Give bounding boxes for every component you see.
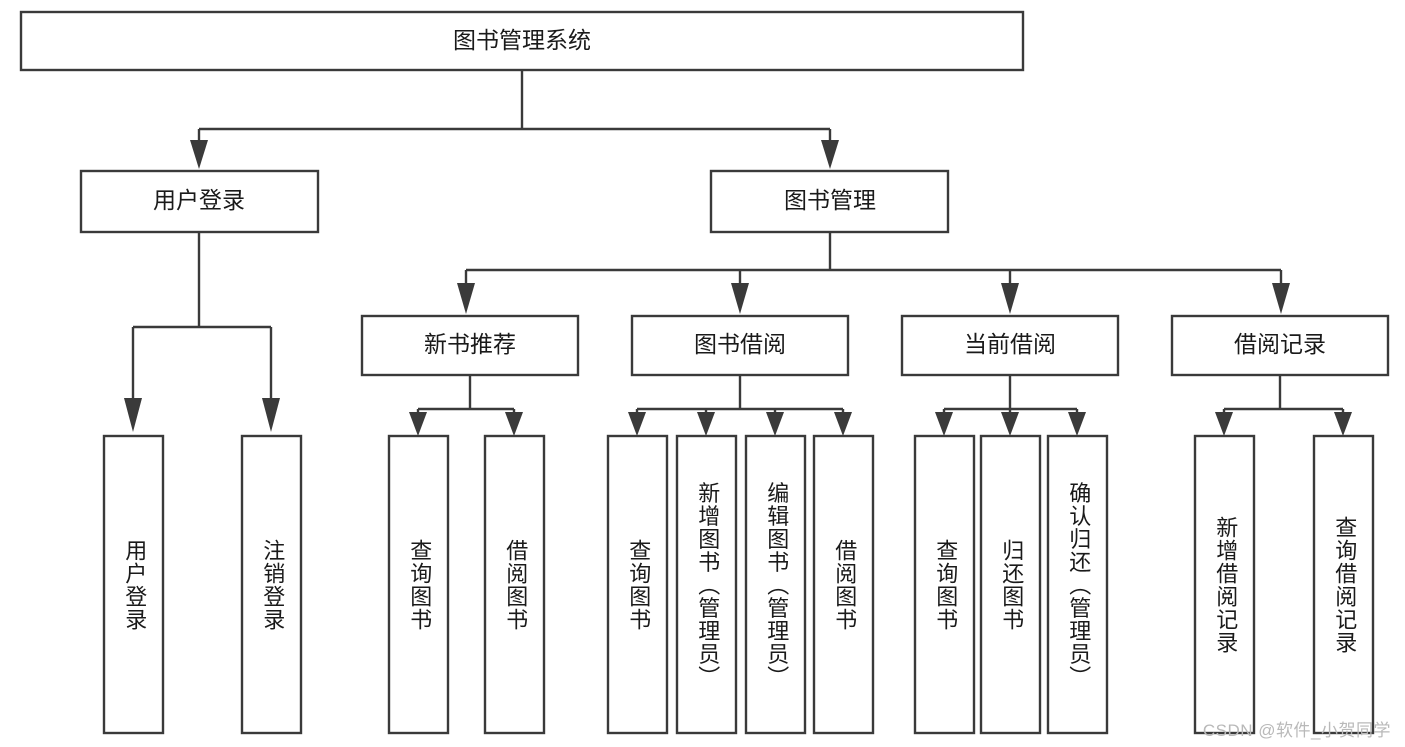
node-book-borrow[interactable]: 图书借阅 [630,314,850,377]
node-root-system-box[interactable] [19,10,1025,72]
leaf-borrow-add-book[interactable]: 新增图书（管理员） [675,434,738,735]
arrow-to-leaf-query-book-1 [409,412,427,436]
leaf-user-login-box[interactable] [102,434,165,735]
arrow-to-borrow-record [1272,283,1290,314]
leaf-user-logout-box[interactable] [240,434,303,735]
leaf-newbook-query-book-box[interactable] [387,434,450,735]
arrow-to-book-manage [821,140,839,169]
leaf-current-query-book-label: 查询图书 [933,539,958,631]
leaf-record-query-record-box[interactable] [1312,434,1375,735]
connector-layer [124,70,1352,436]
arrow-to-leaf-user-login [124,398,142,432]
node-current-borrow-label: 当前借阅 [964,331,1056,357]
node-root-system-label: 图书管理系统 [453,27,591,53]
leaf-record-add-record[interactable]: 新增借阅记录 [1193,434,1256,735]
arrow-to-leaf-borrow-book-2 [834,412,852,436]
node-current-borrow[interactable]: 当前借阅 [900,314,1120,377]
leaf-newbook-borrow-book-label: 借阅图书 [503,539,528,631]
arrow-to-leaf-return-book [1001,412,1019,436]
leaf-borrow-borrow-book-label: 借阅图书 [832,539,857,631]
leaf-user-logout[interactable]: 注销登录 [240,434,303,735]
node-book-management[interactable]: 图书管理 [709,169,950,234]
leaf-newbook-borrow-book-box[interactable] [483,434,546,735]
node-borrow-record-label: 借阅记录 [1234,331,1326,357]
leaf-borrow-edit-book[interactable]: 编辑图书（管理员） [744,434,807,735]
leaf-newbook-query-book[interactable]: 查询图书 [387,434,450,735]
leaf-borrow-borrow-book[interactable]: 借阅图书 [812,434,875,735]
arrow-to-leaf-query-book-2 [628,412,646,436]
leaf-current-query-book[interactable]: 查询图书 [913,434,976,735]
leaf-record-add-record-label: 新增借阅记录 [1213,516,1238,654]
node-book-management-label: 图书管理 [784,187,876,213]
leaf-record-add-record-box[interactable] [1193,434,1256,735]
leaf-borrow-add-book-label: 新增图书（管理员） [695,482,720,689]
leaf-newbook-query-book-label: 查询图书 [407,539,432,631]
leaf-borrow-edit-book-label: 编辑图书（管理员） [764,482,789,689]
leaf-current-confirm-return-box[interactable] [1046,434,1109,735]
node-current-borrow-box[interactable] [900,314,1120,377]
arrow-to-leaf-add-record [1215,412,1233,436]
leaf-current-return-book-box[interactable] [979,434,1042,735]
node-user-login[interactable]: 用户登录 [79,169,320,234]
arrow-to-leaf-edit-book [766,412,784,436]
leaf-current-return-book-label: 归还图书 [999,539,1024,631]
node-root-system[interactable]: 图书管理系统 [19,10,1025,72]
node-book-borrow-label: 图书借阅 [694,331,786,357]
leaf-user-login-label: 用户登录 [122,539,147,631]
leaf-user-logout-label: 注销登录 [260,539,285,631]
leaf-borrow-query-book-box[interactable] [606,434,669,735]
arrow-to-leaf-borrow-book-1 [505,412,523,436]
arrow-to-user-login [190,140,208,169]
leaf-borrow-query-book-label: 查询图书 [626,539,651,631]
arrow-to-leaf-user-logout [262,398,280,432]
node-borrow-record[interactable]: 借阅记录 [1170,314,1390,377]
arrow-to-new-book [457,283,475,314]
leaf-borrow-add-book-box[interactable] [675,434,738,735]
leaf-newbook-borrow-book[interactable]: 借阅图书 [483,434,546,735]
node-book-borrow-box[interactable] [630,314,850,377]
leaf-user-login[interactable]: 用户登录 [102,434,165,735]
leaf-borrow-edit-book-box[interactable] [744,434,807,735]
leaf-record-query-record-label: 查询借阅记录 [1332,516,1357,654]
leaf-current-return-book[interactable]: 归还图书 [979,434,1042,735]
leaf-borrow-query-book[interactable]: 查询图书 [606,434,669,735]
node-borrow-record-box[interactable] [1170,314,1390,377]
arrow-to-leaf-query-record [1334,412,1352,436]
arrow-to-leaf-add-book [697,412,715,436]
node-user-login-label: 用户登录 [153,187,245,213]
arrow-to-current-borrow [1001,283,1019,314]
leaf-current-confirm-return-label: 确认归还（管理员） [1066,482,1091,689]
arrow-to-leaf-confirm-return [1068,412,1086,436]
node-new-book-recommend-box[interactable] [360,314,580,377]
leaf-current-confirm-return[interactable]: 确认归还（管理员） [1046,434,1109,735]
arrow-to-leaf-query-book-3 [935,412,953,436]
node-new-book-recommend[interactable]: 新书推荐 [360,314,580,377]
node-user-login-box[interactable] [79,169,320,234]
arrow-to-book-borrow [731,283,749,314]
node-book-management-box[interactable] [709,169,950,234]
leaf-borrow-borrow-book-box[interactable] [812,434,875,735]
node-new-book-recommend-label: 新书推荐 [424,331,516,357]
leaf-current-query-book-box[interactable] [913,434,976,735]
leaf-record-query-record[interactable]: 查询借阅记录 [1312,434,1375,735]
